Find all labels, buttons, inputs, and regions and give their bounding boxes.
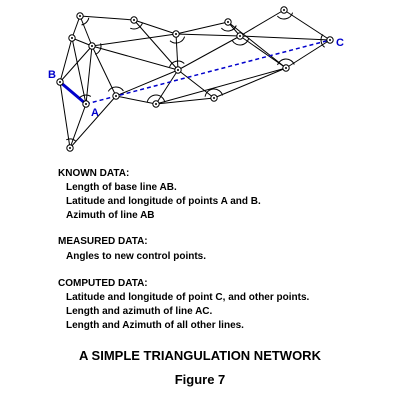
network-edge bbox=[175, 21, 229, 35]
network-edge bbox=[175, 33, 179, 71]
network-edge bbox=[91, 45, 117, 97]
known-data-item: Length of base line AB. bbox=[66, 182, 177, 193]
measured-data-item: Angles to new control points. bbox=[66, 251, 206, 262]
station-center bbox=[133, 19, 135, 21]
network-edge bbox=[69, 103, 87, 149]
network-edge bbox=[133, 19, 179, 71]
angle-arc bbox=[146, 94, 166, 103]
line-ac bbox=[85, 39, 331, 105]
angle-arc bbox=[130, 22, 144, 30]
network-edge bbox=[155, 69, 179, 105]
network-edge bbox=[79, 15, 135, 21]
angle-arc bbox=[276, 12, 294, 20]
angle-arc bbox=[277, 58, 295, 66]
station-center bbox=[213, 97, 215, 99]
station-center bbox=[285, 67, 287, 69]
network-edge bbox=[239, 9, 285, 37]
network-edge bbox=[283, 9, 331, 41]
label-a: A bbox=[91, 107, 99, 119]
network-edge bbox=[71, 37, 87, 105]
angle-arc bbox=[204, 88, 224, 97]
network-edge bbox=[85, 45, 93, 105]
computed-data-item: Length and Azimuth of all other lines. bbox=[66, 320, 244, 331]
network-edge bbox=[155, 67, 287, 105]
computed-data-heading: COMPUTED DATA: bbox=[58, 278, 148, 289]
known-data-item: Latitude and longitude of points A and B… bbox=[66, 196, 261, 207]
network-edge bbox=[115, 95, 157, 105]
angle-arc bbox=[320, 34, 326, 48]
angle-arc bbox=[95, 43, 102, 55]
label-b: B bbox=[48, 69, 56, 81]
station-center bbox=[59, 81, 61, 83]
network-edge bbox=[239, 35, 287, 69]
station-center bbox=[239, 35, 241, 37]
control-stations bbox=[56, 6, 334, 152]
station-center bbox=[91, 45, 93, 47]
network-edge bbox=[155, 97, 215, 105]
angle-arc bbox=[169, 36, 186, 44]
network-edge bbox=[79, 15, 93, 47]
angle-arc bbox=[107, 86, 124, 92]
network-edge bbox=[115, 69, 179, 97]
station-center bbox=[71, 37, 73, 39]
angle-arc bbox=[231, 37, 250, 46]
network-edge bbox=[59, 81, 71, 149]
station-center bbox=[329, 39, 331, 41]
network-edges bbox=[59, 9, 331, 149]
network-edge bbox=[239, 35, 331, 41]
angle-arcs bbox=[66, 12, 326, 142]
station-center bbox=[115, 95, 117, 97]
network-edge bbox=[91, 45, 179, 71]
angle-arc bbox=[220, 25, 237, 32]
network-edge bbox=[285, 39, 331, 69]
computed-data-item: Latitude and longitude of point C, and o… bbox=[66, 292, 310, 303]
network-edge bbox=[71, 15, 81, 39]
station-center bbox=[177, 69, 179, 71]
diagram-title: A SIMPLE TRIANGULATION NETWORK bbox=[79, 348, 321, 363]
computed-data-item: Length and azimuth of line AC. bbox=[66, 306, 213, 317]
base-line-ab bbox=[59, 80, 87, 106]
network-edge bbox=[133, 19, 177, 35]
station-center bbox=[85, 103, 87, 105]
known-data-heading: KNOWN DATA: bbox=[58, 168, 130, 179]
angle-arc bbox=[78, 94, 92, 99]
network-edge bbox=[59, 45, 93, 83]
figure-number: Figure 7 bbox=[174, 372, 226, 387]
network-edge bbox=[213, 67, 287, 99]
network-edge bbox=[91, 33, 177, 47]
network-edge bbox=[227, 21, 287, 69]
network-edge bbox=[59, 37, 73, 83]
station-center bbox=[175, 33, 177, 35]
known-data-item: Azimuth of line AB bbox=[66, 210, 155, 221]
angle-arc bbox=[66, 138, 76, 142]
network-edge bbox=[177, 69, 215, 99]
station-center bbox=[155, 103, 157, 105]
angle-arc bbox=[169, 60, 185, 68]
label-c: C bbox=[336, 37, 344, 49]
measured-data-heading: MEASURED DATA: bbox=[58, 236, 148, 247]
network-edge bbox=[175, 33, 241, 37]
station-center bbox=[79, 15, 81, 17]
network-edge bbox=[69, 95, 117, 149]
station-center bbox=[227, 21, 229, 23]
station-center bbox=[69, 147, 71, 149]
network-edge bbox=[177, 35, 241, 71]
angle-arc bbox=[81, 17, 90, 26]
triangulation-network-diagram: B A C bbox=[48, 6, 344, 152]
station-center bbox=[283, 9, 285, 11]
